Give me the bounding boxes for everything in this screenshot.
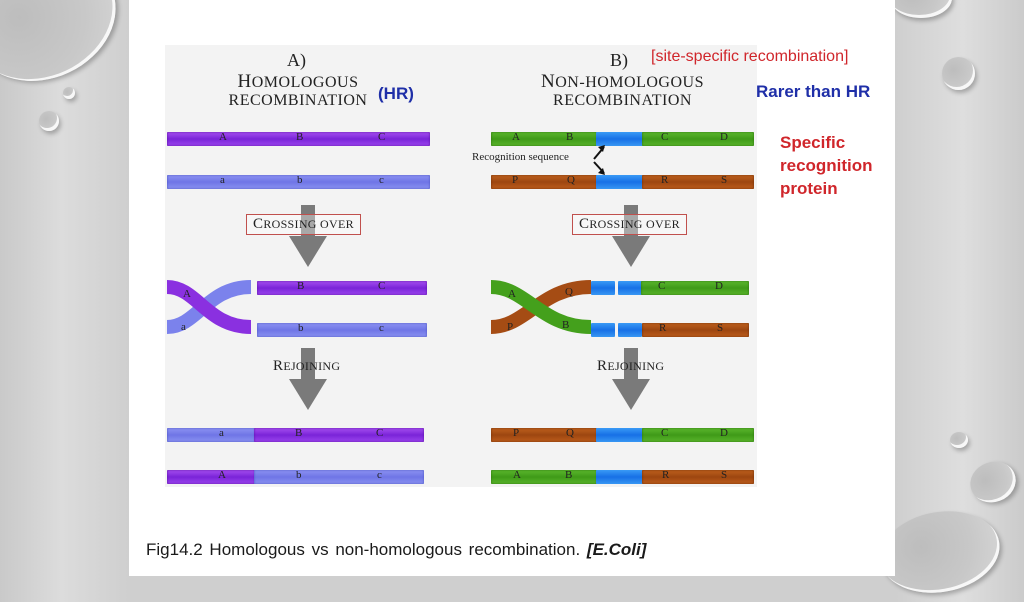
panel-b-letter: B) [610, 50, 628, 70]
dna-strand-green: A B [491, 469, 597, 484]
strand-label: P [507, 321, 514, 333]
dna-strand-green: C D [641, 280, 749, 295]
dna-strand-green: C D [642, 131, 754, 146]
dna-strand-purple: B C [257, 280, 427, 295]
dna-strand-lightblue: b c [254, 469, 424, 484]
panel-b-title: NON-HOMOLOGOUS RECOMBINATION [541, 71, 704, 109]
recognition-site [618, 281, 642, 295]
dna-strand-brown: R S [642, 174, 754, 189]
strand-label: B [562, 319, 570, 331]
panel-a-letter: A) [287, 50, 306, 70]
recognition-site [596, 175, 643, 189]
recombination-figure: A) HOMOLOGOUS RECOMBINATION B) NON-HOMOL… [165, 45, 757, 487]
water-drop-decoration [964, 455, 1022, 509]
dna-strand-lightblue: b c [257, 322, 427, 337]
strand-label: A [183, 288, 191, 300]
down-arrow-icon [612, 348, 650, 410]
crossing-strands-b [491, 280, 592, 334]
recognition-site [596, 470, 643, 484]
crossing-over-label: CROSSING OVER [572, 214, 687, 235]
water-drop-decoration [942, 57, 975, 90]
water-drop-decoration [39, 111, 59, 131]
specific-protein-annotation: Specific recognition protein [780, 133, 873, 198]
dna-strand-green: C D [642, 427, 754, 442]
site-specific-annotation: [site-specific recombination] [651, 48, 849, 65]
recognition-site [591, 323, 615, 337]
recognition-site [591, 281, 615, 295]
dna-strand-purple: B C [254, 427, 424, 442]
rejoining-label: REJOINING [597, 358, 665, 374]
recognition-arrows-icon [593, 145, 605, 175]
crossing-strands-a [167, 280, 252, 334]
strand-label: Q [565, 286, 573, 298]
recognition-site [596, 428, 643, 442]
rejoining-label: REJOINING [273, 358, 341, 374]
recognition-site [618, 323, 642, 337]
dna-strand-purple: A [167, 469, 255, 484]
dna-strand-lightblue: a [167, 427, 255, 442]
dna-strand-green: A B [491, 131, 597, 146]
dna-strand-brown: R S [642, 322, 749, 337]
crossing-over-label: CROSSING OVER [246, 214, 361, 235]
down-arrow-icon [289, 348, 327, 410]
rarer-annotation: Rarer than HR [756, 82, 871, 101]
strand-label: A [508, 288, 516, 300]
dna-strand-brown: P Q [491, 174, 597, 189]
figure-caption: Fig14.2 Homologous vs non-homologous rec… [146, 540, 647, 559]
water-drop-decoration [63, 87, 75, 99]
dna-strand-brown: R S [642, 469, 754, 484]
hr-annotation: (HR) [378, 84, 414, 103]
water-drop-decoration [950, 432, 968, 448]
panel-a-title: HOMOLOGOUS RECOMBINATION [228, 71, 368, 109]
caption-emphasis: [E.Coli] [586, 540, 647, 559]
strand-label: a [181, 321, 186, 333]
down-arrow-icon [289, 205, 327, 267]
water-drop-decoration [890, 0, 952, 18]
down-arrow-icon [612, 205, 650, 267]
recognition-site [596, 132, 643, 146]
dna-strand-purple: A B C [167, 131, 430, 146]
recognition-sequence-label: Recognition sequence [472, 151, 569, 163]
dna-strand-lightblue: a b c [167, 174, 430, 189]
dna-strand-brown: P Q [491, 427, 597, 442]
